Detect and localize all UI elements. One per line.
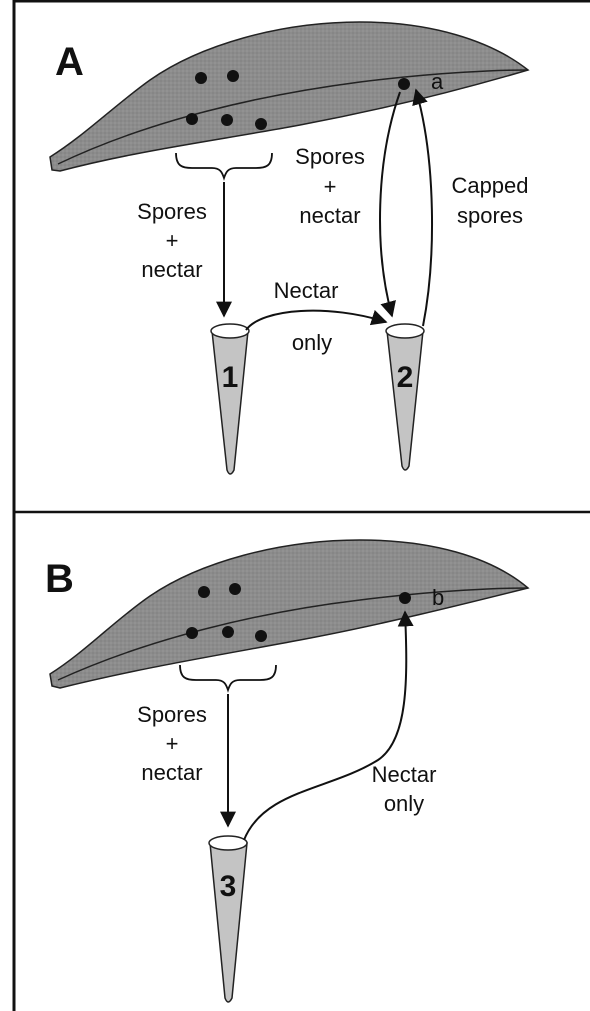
- tube-1: 1: [211, 324, 249, 474]
- panel-letter-b: B: [45, 557, 74, 601]
- label-nectar-only-b-1: Nectar: [372, 762, 437, 787]
- brace-b: [180, 665, 276, 690]
- tube-2: 2: [386, 324, 424, 470]
- panel-b: B b Spores + nectar 3 Nectar only: [45, 540, 528, 1002]
- label-spores-nectar-left-2: +: [166, 228, 179, 253]
- spore-spot: [255, 118, 267, 130]
- label-nectar-only-a-1: Nectar: [274, 278, 339, 303]
- tube-3: 3: [209, 836, 247, 1002]
- tube-3-label: 3: [220, 870, 237, 903]
- spot-label-a: a: [431, 69, 444, 94]
- tube-1-label: 1: [222, 361, 239, 394]
- leaf-a: [50, 22, 528, 171]
- spore-spot: [255, 630, 267, 642]
- arrow-tube2-to-spot: [416, 90, 432, 326]
- spore-spot: [227, 70, 239, 82]
- leaf-b: [50, 540, 528, 688]
- spot-label-b: b: [432, 585, 444, 610]
- spore-spot: [186, 627, 198, 639]
- spore-spot: [198, 586, 210, 598]
- brace-a: [176, 153, 272, 178]
- arrow-spot-to-tube2: [380, 92, 400, 316]
- spore-spot: [221, 114, 233, 126]
- spore-spot: [229, 583, 241, 595]
- spore-spot: [222, 626, 234, 638]
- label-capped-spores-1: Capped: [451, 173, 528, 198]
- label-capped-spores-2: spores: [457, 203, 523, 228]
- label-spores-nectar-right-1: Spores: [295, 144, 365, 169]
- label-spores-nectar-right-2: +: [324, 174, 337, 199]
- label-spores-nectar-b-1: Spores: [137, 702, 207, 727]
- arrow-tube1-to-tube2: [246, 311, 386, 330]
- label-nectar-only-b-2: only: [384, 791, 424, 816]
- label-spores-nectar-b-3: nectar: [141, 760, 202, 785]
- spore-spot-target: [399, 592, 411, 604]
- spore-spot: [195, 72, 207, 84]
- panel-a: A a Spores + nectar 1 Nectar only: [50, 22, 529, 474]
- panel-letter-a: A: [55, 40, 84, 84]
- spore-spot: [186, 113, 198, 125]
- label-spores-nectar-right-3: nectar: [299, 203, 360, 228]
- spore-spot-target: [398, 78, 410, 90]
- label-spores-nectar-left-1: Spores: [137, 199, 207, 224]
- label-spores-nectar-b-2: +: [166, 731, 179, 756]
- tube-2-label: 2: [397, 361, 414, 394]
- label-spores-nectar-left-3: nectar: [141, 257, 202, 282]
- label-nectar-only-a-2: only: [292, 330, 332, 355]
